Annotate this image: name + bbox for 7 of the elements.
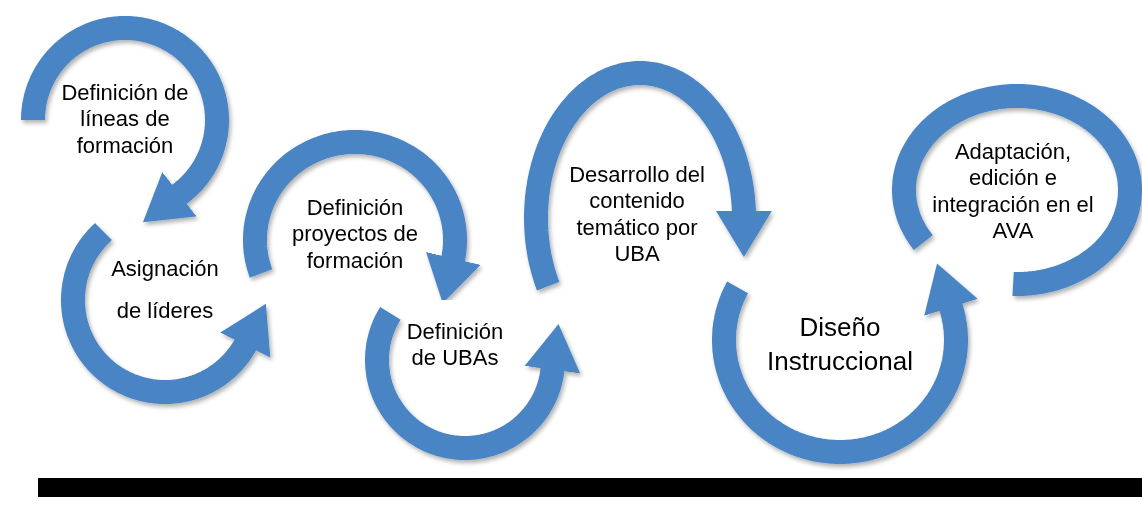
step-label: Asignación de líderes	[110, 255, 220, 325]
step-label: Definición proyectos de formación	[291, 195, 419, 275]
step-label: Desarrollo del contenido temático por UBA	[568, 162, 706, 268]
step-label: Adaptación, edición e integración en el AVA	[931, 139, 1095, 245]
step-label: Definición de líneas de formación	[60, 80, 190, 160]
step-label: Diseño Instruccional	[766, 311, 914, 378]
step-label: Definición de UBAs	[405, 318, 505, 372]
